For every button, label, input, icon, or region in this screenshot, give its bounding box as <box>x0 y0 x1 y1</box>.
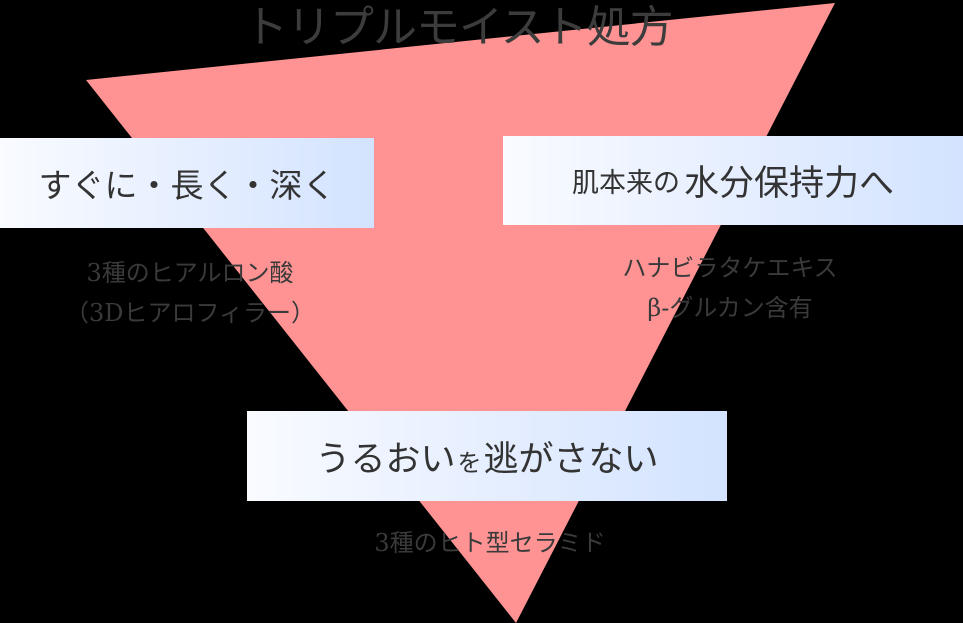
ingredient-line: 3種のヒアルロン酸 <box>86 259 294 287</box>
benefit-heading: すぐに・長く・深く <box>38 166 336 205</box>
benefit-heading-particle: を <box>457 448 482 477</box>
diagram-title: トリプルモイスト処方 <box>244 2 674 53</box>
ingredient-line: β-グルカン含有 <box>647 294 813 322</box>
benefit-box-lock-moisture: うるおい を 逃がさない <box>247 411 727 501</box>
ingredient-hanabiratake-extract: ハナビラタケエキス β-グルカン含有 <box>580 248 880 328</box>
benefit-box-water-retention: 肌本来の 水分保持力へ <box>503 136 963 225</box>
benefit-heading-part2: 逃がさない <box>483 439 659 480</box>
benefit-box-quick-long-deep: すぐに・長く・深く <box>0 138 374 228</box>
ingredient-hyaluronic-acid: 3種のヒアルロン酸 （3Dヒアロフィラー） <box>30 253 350 333</box>
benefit-heading-main: 水分保持力へ <box>683 164 894 204</box>
ingredient-ceramide: 3種のヒト型セラミド <box>330 523 650 563</box>
benefit-heading-part1: うるおい <box>315 439 456 480</box>
benefit-heading-prefix: 肌本来の <box>571 168 680 199</box>
ingredient-line: ハナビラタケエキス <box>622 254 838 282</box>
ingredient-line: 3種のヒト型セラミド <box>374 529 606 557</box>
ingredient-line: （3Dヒアロフィラー） <box>64 299 316 327</box>
